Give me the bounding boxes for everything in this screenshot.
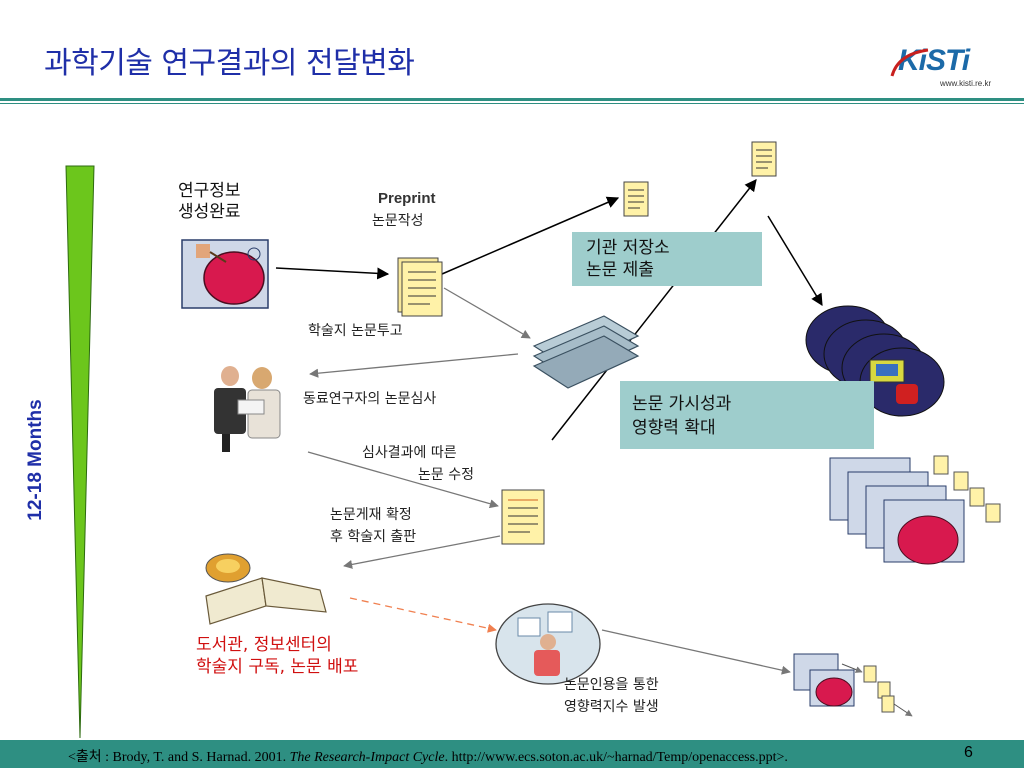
researcher-cards-illustration	[829, 457, 965, 565]
citation-suffix: . http://www.ecs.soton.ac.uk/~harnad/Tem…	[444, 750, 788, 765]
label-citation-1: 논문인용을 통한	[564, 677, 659, 693]
arrow-journal-to-review	[309, 353, 519, 378]
label-publish-2: 후 학술지 출판	[330, 529, 417, 545]
citation-researchers-illustration	[793, 653, 913, 717]
page-number: 6	[964, 744, 973, 761]
label-repository-1: 기관 저장소	[586, 238, 670, 258]
logo-swoosh-icon	[890, 48, 929, 77]
timeline-label: 12-18 Months	[25, 399, 46, 521]
revised-document-icon	[501, 489, 545, 545]
researcher-illustration	[181, 239, 269, 309]
repository-document-icon	[751, 141, 777, 177]
label-library-1: 도서관, 정보센터의	[196, 635, 332, 655]
label-preprint-sub: 논문작성	[372, 213, 424, 229]
label-library-2: 학술지 구독, 논문 배포	[196, 657, 359, 677]
arrow-review-to-online	[551, 179, 757, 441]
label-revision-1: 심사결과에 따른	[362, 445, 457, 461]
logo-url: www.kisti.re.kr	[940, 79, 992, 88]
arrow-preprint-to-online	[441, 196, 620, 275]
online-document-icon	[623, 181, 649, 217]
label-revision-2: 논문 수정	[418, 467, 474, 483]
label-repository-2: 논문 제출	[586, 260, 654, 280]
footer-citation: <출처 : Brody, T. and S. Harnad. 2001. The…	[68, 746, 788, 766]
arrow-research-to-preprint	[275, 267, 390, 280]
label-preprint-title: Preprint	[378, 190, 436, 207]
label-research-done-2: 생성완료	[178, 202, 241, 222]
label-publish-1: 논문게재 확정	[330, 507, 412, 523]
small-document-icons	[933, 455, 1001, 523]
header-rule	[0, 98, 1024, 101]
citation-title: The Research-Impact Cycle	[289, 750, 445, 765]
preprint-document-icon	[397, 257, 443, 317]
arrow-library-to-reader	[349, 597, 497, 633]
computer-users-illustration	[805, 305, 945, 417]
timeline-wedge	[65, 165, 95, 739]
arrow-review-to-revision	[307, 451, 499, 509]
label-visibility-1: 논문 가시성과	[632, 394, 732, 414]
label-journal-submit: 학술지 논문투고	[308, 323, 403, 339]
kisti-logo: KiSTi www.kisti.re.kr	[890, 44, 998, 94]
label-research-done-1: 연구정보	[178, 181, 241, 201]
arrow-publish-to-library	[343, 535, 501, 569]
arrow-preprint-to-journal	[443, 287, 531, 339]
header-rule-thin	[0, 103, 1024, 104]
visibility-label-box: 논문 가시성과 영향력 확대	[620, 381, 874, 449]
arrow-repository-to-visibility	[767, 215, 823, 307]
repository-label-box: 기관 저장소 논문 제출	[572, 232, 762, 286]
label-visibility-2: 영향력 확대	[632, 418, 716, 438]
arrow-reader-to-citation	[601, 629, 791, 675]
page-title: 과학기술 연구결과의 전달변화	[44, 46, 415, 81]
label-citation-2: 영향력지수 발생	[564, 699, 659, 715]
footer-bar	[0, 740, 1024, 768]
open-book-illustration	[205, 553, 327, 625]
journal-stack-icon	[532, 315, 640, 389]
logo-wordmark: KiSTi	[898, 44, 970, 77]
label-peer-review: 동료연구자의 논문심사	[303, 391, 437, 407]
reader-illustration	[495, 603, 601, 685]
peer-reviewers-illustration	[214, 366, 281, 452]
citation-prefix: <출처 : Brody, T. and S. Harnad. 2001.	[68, 750, 290, 765]
